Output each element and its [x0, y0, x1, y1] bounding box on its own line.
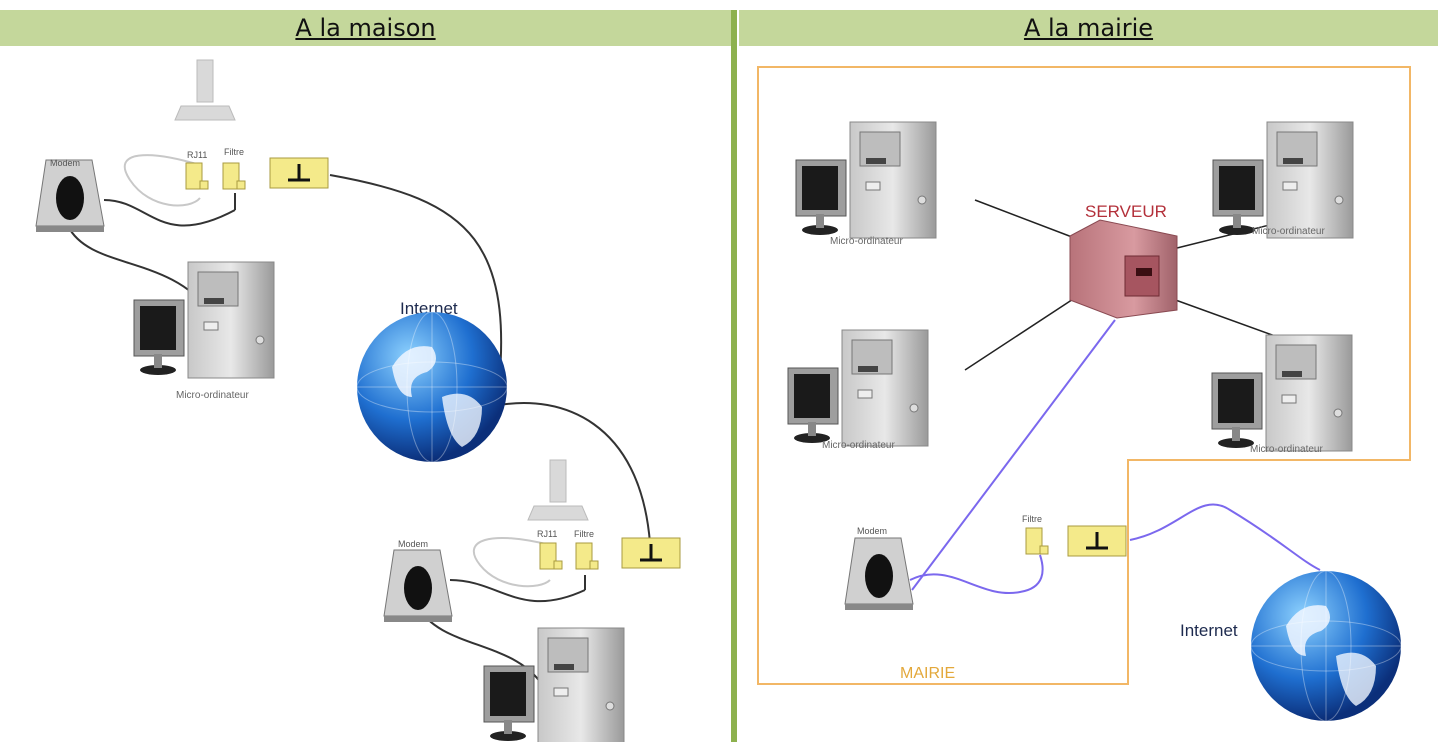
filter-label: Filtre	[1022, 514, 1042, 524]
modem-label: Modem	[398, 539, 428, 549]
computer-label: Micro-ordinateur	[830, 236, 903, 247]
filter-label: Filtre	[574, 529, 594, 539]
home-2-phone-cable	[473, 536, 551, 588]
header-right-title: A la mairie	[1023, 14, 1154, 42]
rj11-box-icon	[185, 162, 209, 190]
header-left-title: A la maison	[295, 14, 436, 42]
rj11-label: RJ11	[537, 529, 557, 539]
mairie-internet-cables	[909, 503, 1321, 595]
server-label: SERVEUR	[1085, 202, 1167, 221]
computer-icon	[483, 627, 625, 742]
header-a-la-mairie: A la mairie	[739, 10, 1438, 46]
internet-label-right: Internet	[1180, 621, 1238, 640]
server-modem-link	[911, 319, 1116, 591]
rj11-box-icon	[539, 542, 563, 570]
wall-socket-icon	[1066, 524, 1128, 558]
computer-icon	[795, 121, 937, 239]
filter-box-icon	[222, 162, 246, 190]
computer-label: Micro-ordinateur	[1250, 444, 1323, 455]
filter-box-icon	[1025, 527, 1049, 555]
filter-label: Filtre	[224, 147, 244, 157]
computer-label: Micro-ordinateur	[1252, 226, 1325, 237]
rj11-label: RJ11	[187, 150, 207, 160]
home-1-phone-cable	[123, 154, 201, 207]
mairie-boundary	[757, 66, 1411, 685]
globe-icon	[1250, 570, 1402, 722]
header-a-la-maison: A la maison	[0, 10, 731, 46]
wall-socket-icon	[268, 156, 330, 190]
filter-box-icon	[575, 542, 599, 570]
modem-label: Modem	[857, 526, 887, 536]
globe-icon	[356, 311, 508, 463]
server-icon	[1069, 219, 1178, 319]
mairie-label: MAIRIE	[900, 665, 955, 682]
computer-label: Micro-ordinateur	[176, 390, 249, 401]
computer-icon	[133, 261, 275, 379]
modem-icon	[844, 537, 914, 611]
computer-label: Micro-ordinateur	[822, 440, 895, 451]
modem-icon	[35, 159, 105, 233]
column-divider	[731, 10, 737, 742]
modem-label: Modem	[50, 158, 80, 168]
server-links	[964, 199, 1331, 371]
computer-icon	[787, 329, 929, 447]
wall-socket-icon	[620, 536, 682, 570]
computer-icon	[1211, 334, 1353, 452]
phone-icon	[527, 459, 589, 521]
phone-icon	[174, 59, 236, 121]
computer-icon	[1212, 121, 1354, 239]
modem-icon	[383, 549, 453, 623]
